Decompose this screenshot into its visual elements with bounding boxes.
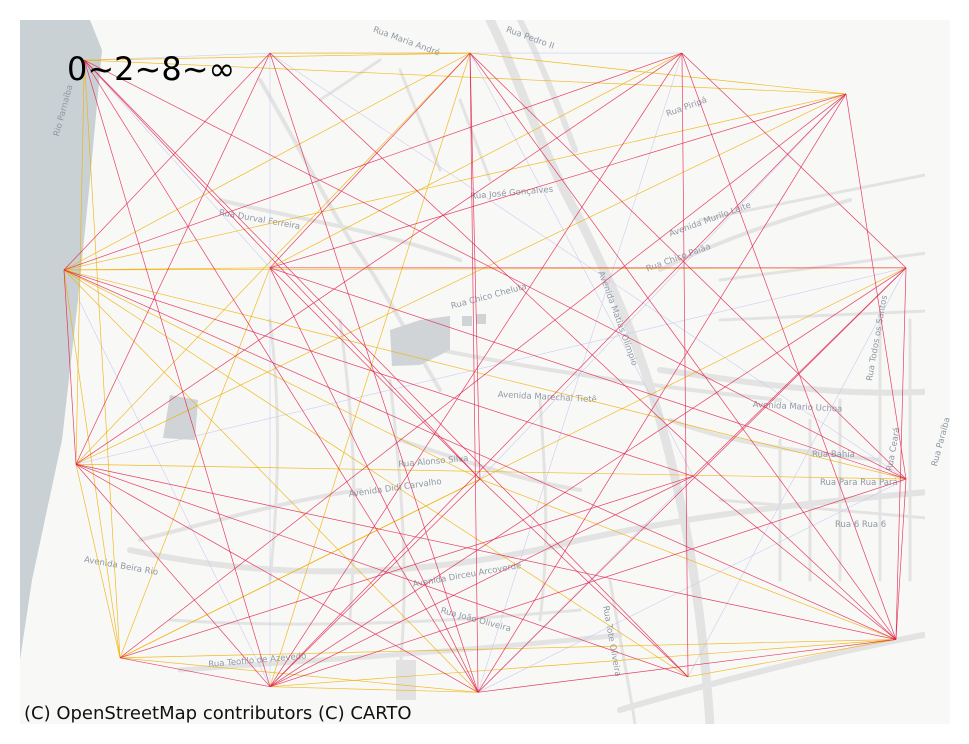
building-block (462, 316, 472, 326)
flow-line-n6-n11 (63, 269, 694, 477)
flow-line-n7-n10 (269, 267, 481, 480)
flow-line-n6-n7 (63, 267, 270, 271)
flow-line-n6-n13 (63, 269, 121, 658)
flow-line-n16-n17 (687, 639, 897, 678)
flow-line-n9-n16 (75, 463, 689, 678)
flow-line-n3-n7 (269, 52, 471, 269)
flow-line-n5-n14 (269, 93, 847, 687)
flow-line-n1-n15 (84, 59, 479, 693)
basemap (20, 20, 950, 724)
flow-line-n10-n14 (269, 478, 481, 687)
flow-line-n14-n15 (269, 686, 479, 693)
flow-line-n6-n17 (63, 269, 897, 640)
flow-line-n7-n13 (119, 267, 271, 658)
flow-line-n8-n16 (687, 267, 907, 677)
flow-line-n6-n9 (63, 269, 77, 465)
attribution: (C) OpenStreetMap contributors (C) CARTO (24, 703, 412, 724)
flow-line-n5-n12 (845, 93, 907, 480)
flow-line-n1-n13 (84, 60, 121, 658)
flow-line-n3-n11 (469, 52, 694, 477)
flow-line-n2-n6 (63, 52, 271, 271)
flow-line-n7-n15 (269, 267, 479, 693)
flow-line-n3-n6 (63, 52, 471, 271)
flow-line-n10-n13 (119, 478, 481, 659)
flow-line-n3-n17 (469, 52, 897, 640)
flow-line-n8-n15 (477, 267, 907, 693)
flow-line-n3-n14 (269, 52, 471, 687)
building-block (163, 395, 198, 440)
flow-line-n12-n14 (269, 478, 907, 688)
river (20, 20, 102, 660)
flow-line-n2-n12 (269, 52, 907, 480)
flow-line-n1-n7 (84, 59, 271, 269)
flow-line-n1-n2 (84, 52, 270, 61)
flow-line-n1-n16 (84, 59, 689, 678)
flow-line-n8-n9 (75, 267, 907, 465)
flow-line-n1-n12 (84, 59, 907, 480)
flow-line-n5-n6 (63, 93, 847, 271)
flow-line-n5-n13 (119, 93, 847, 659)
legend: 0~2~8~∞ (67, 50, 236, 88)
flow-line-n9-n13 (75, 464, 121, 658)
flow-line-n15-n17 (477, 639, 897, 693)
street-label: Rua Para Rua Pará (820, 478, 898, 488)
map-edge (925, 20, 950, 724)
flow-line-n6-n8 (63, 267, 907, 271)
flow-line-n11-n13 (119, 475, 694, 659)
flow-line-n1-n10 (84, 59, 481, 480)
flow-line-n10-n16 (479, 478, 689, 678)
flow-line-n4-n16 (681, 53, 689, 677)
flow-line-n3-n9 (75, 52, 471, 465)
flow-line-n12-n15 (477, 478, 907, 693)
flow-line-n5-n7 (269, 93, 847, 269)
flow-line-n8-n17 (895, 267, 907, 640)
flow-line-n11-n17 (692, 475, 897, 640)
flow-lines (63, 52, 907, 693)
flow-line-n4-n6 (63, 52, 683, 271)
flow-line-n11-n14 (269, 475, 694, 688)
flow-line-n5-n15 (477, 93, 847, 693)
flow-line-n14-n17 (269, 639, 896, 688)
flow-line-n13-n17 (119, 639, 896, 659)
flow-line-n2-n9 (75, 52, 271, 465)
flow-line-n4-n17 (681, 52, 897, 640)
flow-line-n8-n14 (269, 267, 907, 687)
flow-line-n9-n14 (75, 463, 271, 687)
flow-line-n3-n5 (469, 52, 847, 95)
flow-line-n13-n15 (119, 657, 479, 693)
flow-line-n9-n15 (75, 463, 479, 693)
flow-line-n3-n12 (469, 52, 907, 480)
flow-line-n13-n14 (119, 657, 271, 688)
flow-line-n1-n3 (84, 52, 471, 61)
flow-line-n6-n14 (63, 269, 271, 687)
flow-line-n5-n10 (479, 93, 847, 480)
flow-line-n4-n14 (269, 52, 683, 687)
building-block (390, 316, 450, 366)
flow-line-n1-n14 (84, 60, 271, 687)
flow-line-n4-n7 (269, 52, 683, 269)
flow-line-n6-n10 (63, 269, 481, 480)
flow-line-n9-n17 (75, 463, 897, 640)
flow-line-n7-n12 (269, 267, 907, 480)
flow-line-n1-n9 (75, 60, 85, 465)
flow-line-n12-n17 (895, 478, 907, 640)
flow-line-n9-n12 (75, 463, 907, 480)
flow-line-n6-n15 (63, 269, 479, 693)
flow-line-n8-n11 (692, 267, 907, 477)
street-label: Rua 6 Rua 6 (835, 520, 887, 530)
flow-line-n4-n9 (75, 52, 683, 465)
flow-line-n10-n17 (479, 478, 897, 640)
flow-line-n6-n16 (63, 269, 689, 678)
flow-line-n2-n17 (269, 52, 897, 640)
flow-line-n4-n8 (681, 52, 907, 269)
flow-line-n4-n15 (477, 52, 683, 693)
flow-line-n5-n9 (75, 93, 847, 465)
building-block (476, 314, 486, 324)
flow-line-n3-n10 (469, 53, 481, 480)
